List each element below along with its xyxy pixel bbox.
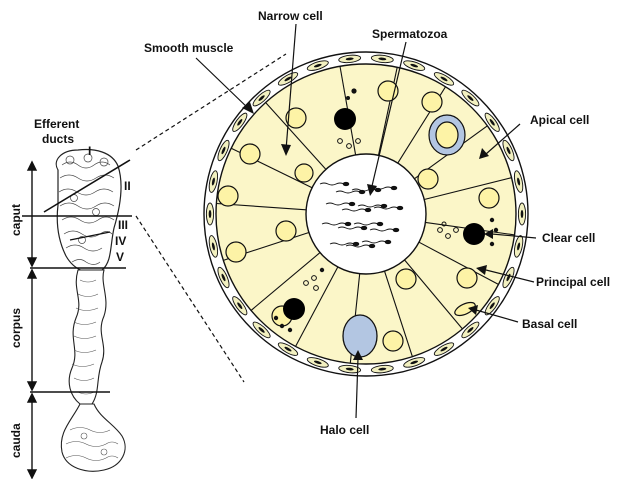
pointer-smooth-muscle xyxy=(196,58,250,110)
label-apical-cell: Apical cell xyxy=(530,113,589,127)
tubule-cross-section: Narrow cell Smooth muscle Spermatozoa Ap… xyxy=(144,9,610,437)
lumen xyxy=(306,154,426,274)
sperm-head xyxy=(349,202,355,205)
sperm-head xyxy=(381,204,387,207)
label-narrow-cell: Narrow cell xyxy=(258,9,323,23)
sperm-head xyxy=(397,206,403,209)
sperm-head xyxy=(343,182,349,185)
section-I-label: I xyxy=(88,144,91,158)
smooth-muscle-nucleus xyxy=(209,210,212,218)
section-III-label: III xyxy=(118,218,128,232)
cauda-coil xyxy=(61,404,125,471)
section-IV-label: IV xyxy=(115,234,126,248)
sperm-head xyxy=(369,244,375,247)
label-principal-cell: Principal cell xyxy=(536,275,610,289)
label-halo-cell: Halo cell xyxy=(320,423,369,437)
sperm-head xyxy=(365,208,371,211)
apical-cell-nucleus xyxy=(436,122,458,148)
corpus-tube xyxy=(69,270,106,404)
sperm-head xyxy=(361,226,367,229)
smooth-muscle-nucleus xyxy=(521,210,524,218)
sperm-head xyxy=(385,240,391,243)
efferent-label-2: ducts xyxy=(42,132,74,146)
label-clear-cell: Clear cell xyxy=(542,231,595,245)
efferent-label-1: Efferent xyxy=(34,117,79,131)
label-spermatozoa: Spermatozoa xyxy=(372,27,448,41)
sperm-head xyxy=(345,222,351,225)
region-corpus: corpus xyxy=(9,308,23,348)
region-caput: caput xyxy=(9,204,23,236)
sperm-head xyxy=(353,242,359,245)
region-cauda: cauda xyxy=(9,423,23,458)
sperm-head xyxy=(393,228,399,231)
sperm-head xyxy=(391,186,397,189)
label-basal-cell: Basal cell xyxy=(522,317,577,331)
label-smooth-muscle: Smooth muscle xyxy=(144,41,234,55)
section-V-label: V xyxy=(116,250,124,264)
sperm-head xyxy=(377,222,383,225)
section-II-label: II xyxy=(124,179,131,193)
halo-cell-nucleus xyxy=(343,315,377,357)
